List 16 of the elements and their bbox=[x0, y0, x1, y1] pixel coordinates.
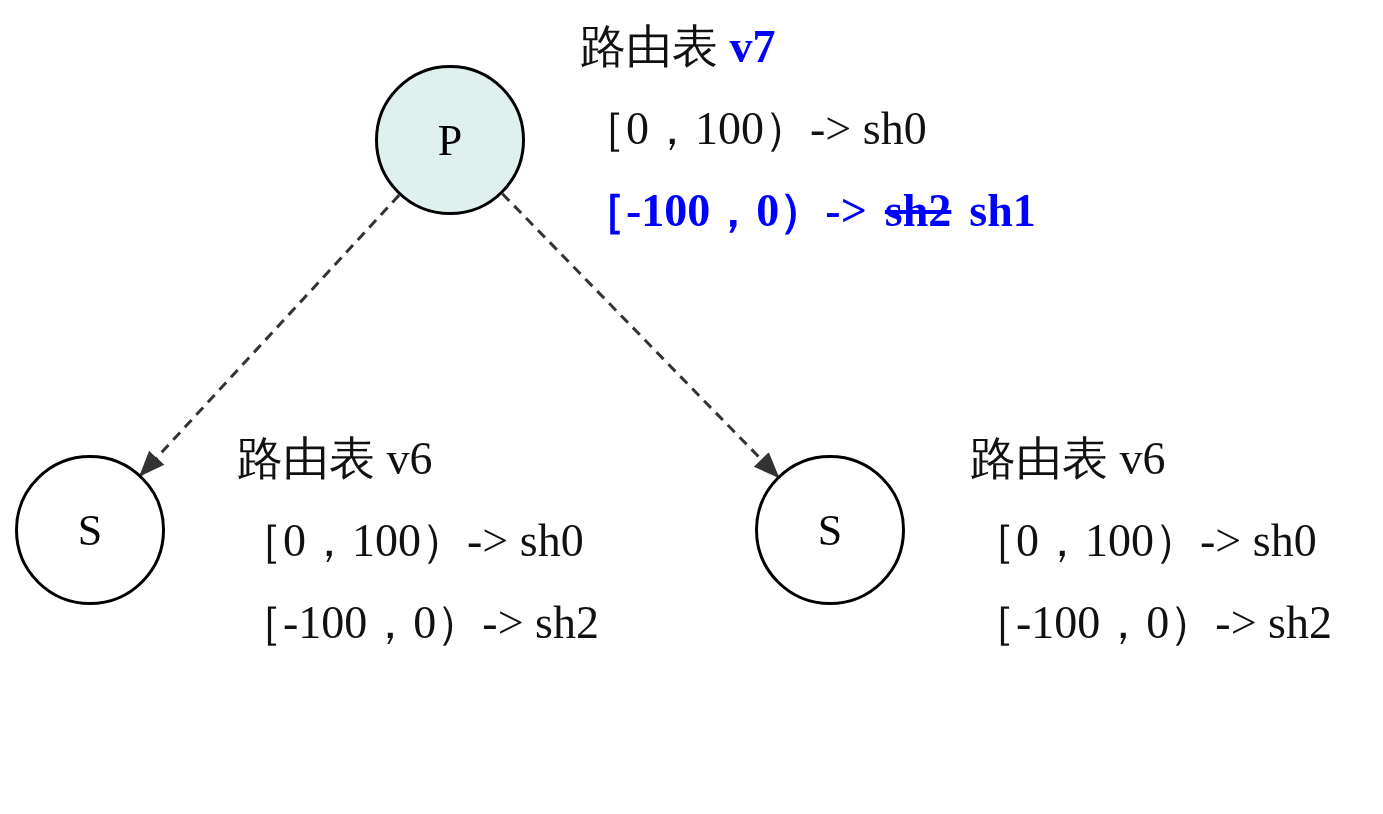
routing-table-text: ［0，100）-> sh0 bbox=[970, 514, 1318, 568]
routing-table-text: ［0，100）-> sh0 bbox=[580, 102, 928, 156]
routing-table-text: ［-100，0）-> sh2 bbox=[237, 596, 600, 650]
node-label: S bbox=[817, 504, 843, 556]
routing-table-text: ［-100，0）-> sh2 bbox=[970, 596, 1333, 650]
routing-table-text: 路由表 v7 bbox=[580, 20, 777, 74]
node-label: P bbox=[437, 114, 463, 166]
arrow bbox=[501, 192, 780, 479]
node-label: S bbox=[77, 504, 103, 556]
routing-table-text: 路由表 v6 bbox=[237, 432, 434, 486]
routing-table-text: ［-100，0）-> bbox=[580, 184, 867, 238]
routing-table-text: sh2 bbox=[884, 184, 952, 238]
routing-table-text: sh1 bbox=[969, 184, 1036, 238]
routing-table-text: 路由表 v6 bbox=[970, 432, 1167, 486]
routing-table-text: ［0，100）-> sh0 bbox=[237, 514, 585, 568]
arrow bbox=[139, 194, 401, 477]
